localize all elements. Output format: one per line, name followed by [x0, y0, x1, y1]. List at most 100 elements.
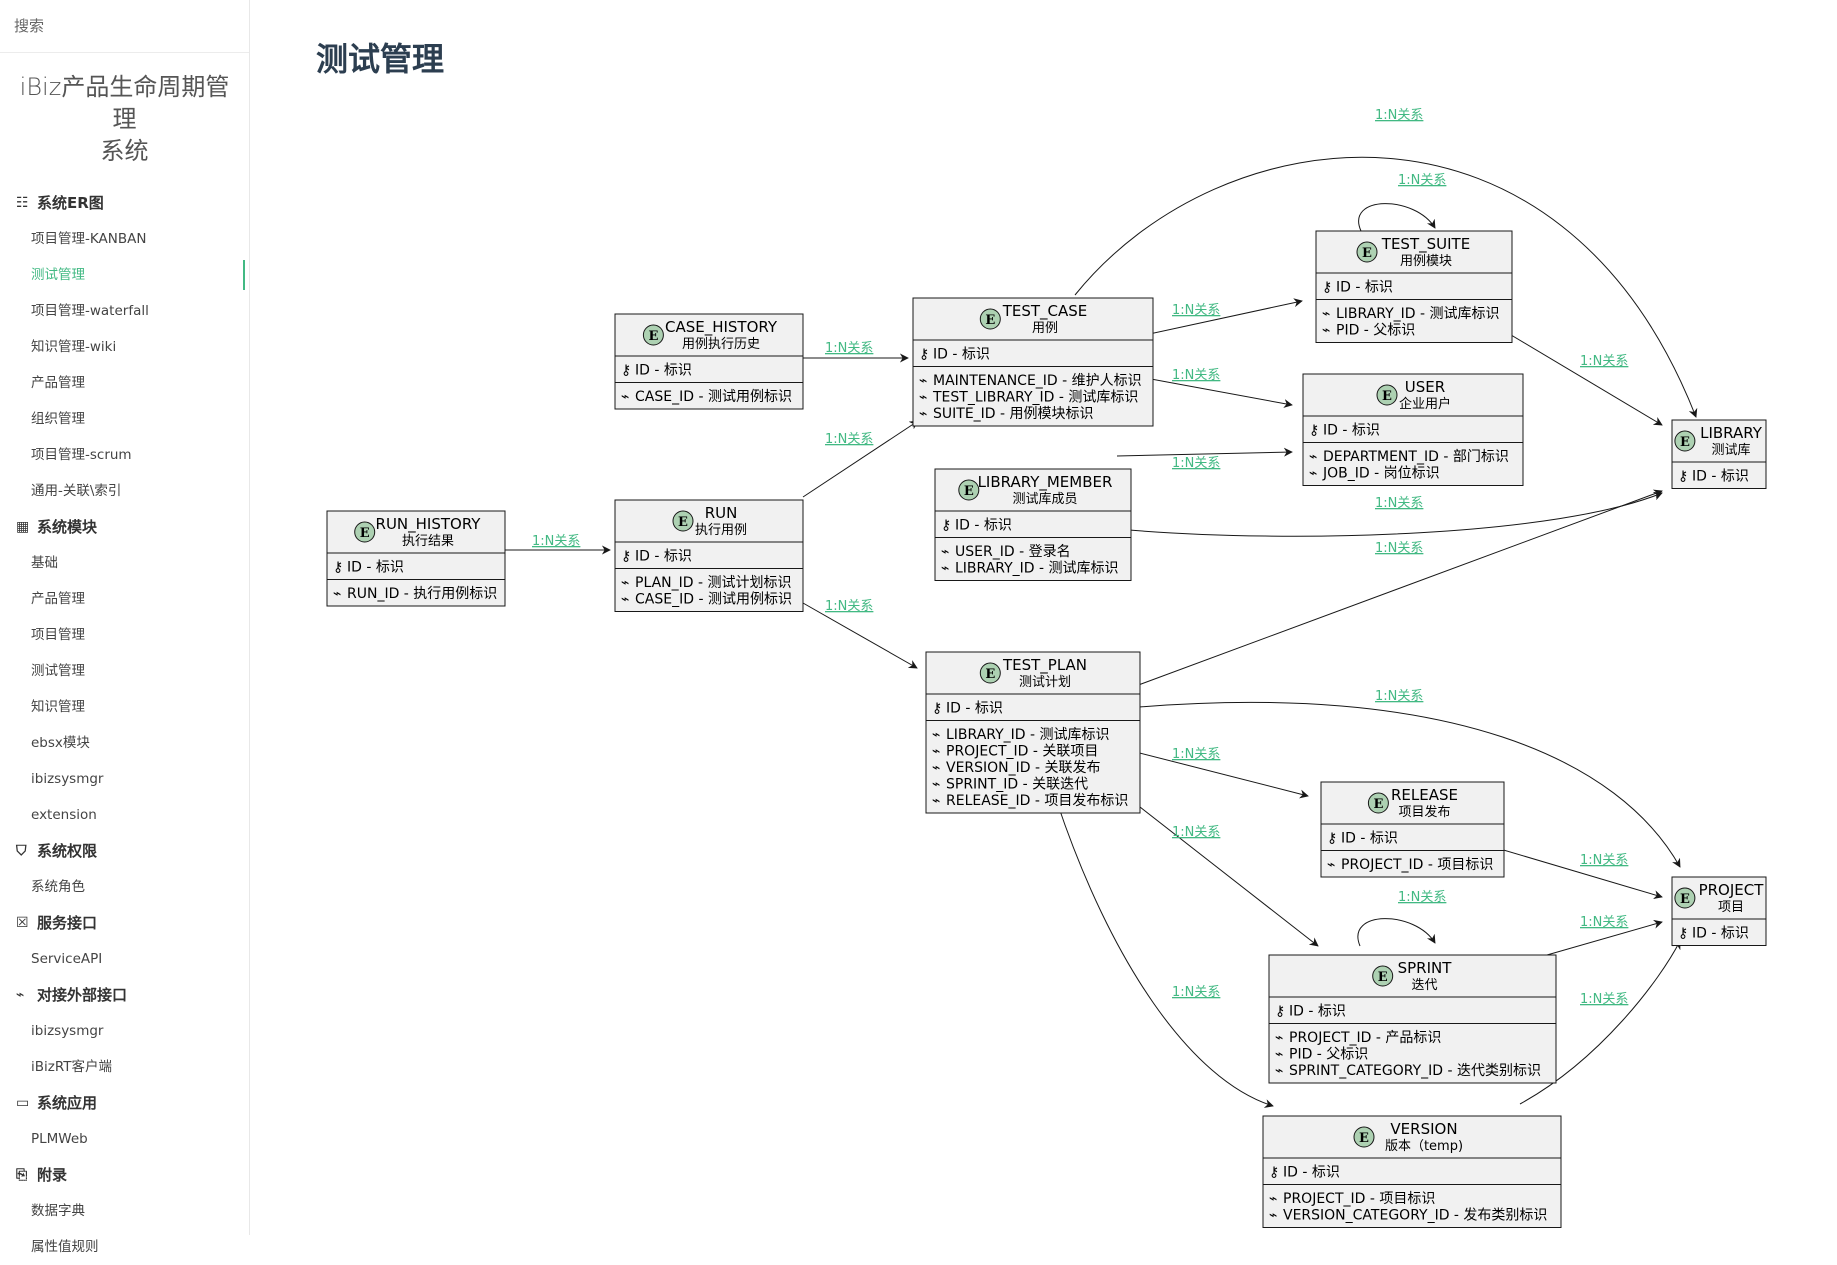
relation-label[interactable]: 1:N关系 — [1172, 368, 1220, 383]
key-icon: ⚷ — [1275, 1004, 1285, 1020]
relation-label[interactable]: 1:N关系 — [1580, 354, 1628, 369]
relation-label[interactable]: 1:N关系 — [1375, 496, 1423, 511]
nav-item[interactable]: 项目管理-waterfall — [31, 303, 149, 319]
entity-box — [1302, 373, 1524, 486]
nav-item[interactable]: 知识管理 — [31, 699, 85, 715]
nav-item[interactable]: 测试管理 — [31, 663, 85, 679]
relation-label[interactable]: 1:N关系 — [1172, 985, 1220, 1000]
relation-label[interactable]: 1:N关系 — [1172, 825, 1220, 840]
link-icon: ⌁ — [932, 727, 940, 743]
relation-edge[interactable]: 1:N关系 — [1116, 447, 1293, 471]
relation-label[interactable]: 1:N关系 — [1580, 853, 1628, 868]
relation-edge[interactable]: 1:N关系 — [1358, 173, 1447, 232]
nav-item[interactable]: 组织管理 — [31, 411, 85, 427]
entity-type-icon — [979, 308, 1001, 330]
relation-edge[interactable]: 1:N关系 — [803, 341, 909, 363]
relation-label[interactable]: 1:N关系 — [825, 432, 873, 447]
nav-group[interactable]: ☒服务接口 — [0, 905, 249, 941]
relation-label[interactable]: 1:N关系 — [1172, 747, 1220, 762]
relation-edge[interactable]: 1:N关系 — [1539, 915, 1663, 958]
link-icon: ⌁ — [932, 777, 940, 793]
relation-label[interactable]: 1:N关系 — [1375, 689, 1423, 704]
nav-item[interactable]: PLMWeb — [31, 1131, 88, 1147]
relation-label[interactable]: 1:N关系 — [1398, 173, 1446, 188]
relation-edge[interactable]: 1:N关系 — [1124, 489, 1663, 691]
relation-edge[interactable]: 1:N关系 — [1139, 298, 1303, 337]
app-title[interactable]: iBiz产品生命周期管理 系统 — [0, 71, 249, 167]
search-input[interactable]: 搜索 — [0, 0, 249, 53]
link-icon: ⌁ — [1309, 466, 1317, 482]
relation-edge[interactable]: 1:N关系 — [1074, 108, 1698, 418]
nav-item[interactable]: 数据字典 — [31, 1203, 85, 1219]
nav-item[interactable]: ServiceAPI — [31, 951, 103, 967]
relation-label[interactable]: 1:N关系 — [1398, 890, 1446, 905]
nav-item[interactable]: 基础 — [31, 555, 58, 571]
relation-line — [1495, 325, 1663, 426]
nav-group[interactable]: ▭系统应用 — [0, 1085, 249, 1121]
relation-label[interactable]: 1:N关系 — [1375, 108, 1423, 123]
relation-label[interactable]: 1:N关系 — [1172, 303, 1220, 318]
relation-edge[interactable]: 1:N关系 — [1056, 801, 1274, 1108]
relation-label[interactable]: 1:N关系 — [532, 534, 580, 549]
relation-edge[interactable]: 1:N关系 — [1116, 491, 1663, 537]
relation-edge[interactable]: 1:N关系 — [1495, 325, 1663, 426]
nav-item[interactable]: 通用-关联\索引 — [31, 483, 122, 499]
relation-label[interactable]: 1:N关系 — [825, 341, 873, 356]
nav-item[interactable]: 项目管理-scrum — [31, 447, 132, 463]
link-icon: ⌁ — [941, 544, 949, 560]
relation-label[interactable]: 1:N关系 — [1580, 992, 1628, 1007]
relation-edge[interactable]: 1:N关系 — [505, 534, 611, 555]
relation-label[interactable]: 1:N关系 — [825, 599, 873, 614]
relation-edge[interactable]: 1:N关系 — [1130, 799, 1319, 947]
relation-label[interactable]: 1:N关系 — [1580, 915, 1628, 930]
nav-group[interactable]: ▦系统模块 — [0, 509, 249, 545]
entity-cname: 用例 — [1032, 321, 1058, 336]
relation-edge[interactable]: 1:N关系 — [1127, 747, 1309, 799]
relation-label[interactable]: 1:N关系 — [1172, 456, 1220, 471]
link-icon: ⌁ — [932, 760, 940, 776]
nav-item[interactable]: 测试管理 — [0, 257, 249, 293]
nav-item[interactable]: extension — [31, 807, 97, 823]
nav-item[interactable]: ibizsysmgr — [31, 1023, 104, 1039]
nav-item[interactable]: 产品管理 — [31, 591, 85, 607]
nav-group[interactable]: ⛉系统权限 — [0, 833, 249, 869]
nav-item[interactable]: 项目管理 — [31, 627, 85, 643]
entity-pk-field: ID - 标识 — [1323, 423, 1380, 439]
relation-line — [1539, 919, 1663, 958]
link-icon: ⌁ — [1309, 449, 1317, 465]
nav-item[interactable]: 系统角色 — [31, 879, 85, 895]
relation-edge[interactable]: 1:N关系 — [1519, 940, 1681, 1105]
relation-edge[interactable]: 1:N关系 — [802, 599, 918, 669]
relation-edge[interactable]: 1:N关系 — [1139, 368, 1293, 408]
entity-name: CASE_HISTORY — [665, 318, 778, 337]
relation-label[interactable]: 1:N关系 — [1375, 541, 1423, 556]
nav-group[interactable]: ⌁对接外部接口 — [0, 977, 249, 1013]
nav-item[interactable]: 知识管理-wiki — [31, 339, 117, 355]
relation-edge[interactable]: 1:N关系 — [1489, 845, 1663, 900]
nav-item[interactable]: iBizRT客户端 — [31, 1059, 112, 1075]
link-icon: ⌁ — [1327, 857, 1335, 873]
nav-group[interactable]: ☷系统ER图 — [0, 185, 249, 221]
nav-item[interactable]: 产品管理 — [31, 375, 85, 391]
relation-edge[interactable]: 1:N关系 — [802, 420, 919, 498]
nav-item[interactable]: ibizsysmgr — [31, 771, 104, 787]
key-icon: ⚷ — [919, 347, 929, 363]
nav-group[interactable]: ⎘附录 — [0, 1157, 249, 1193]
relation-edge[interactable]: 1:N关系 — [1357, 890, 1446, 947]
nav-item[interactable]: ebsx模块 — [31, 735, 90, 751]
nav-item[interactable]: 项目管理-KANBAN — [31, 231, 147, 247]
relation-edge[interactable]: 1:N关系 — [1126, 689, 1681, 868]
